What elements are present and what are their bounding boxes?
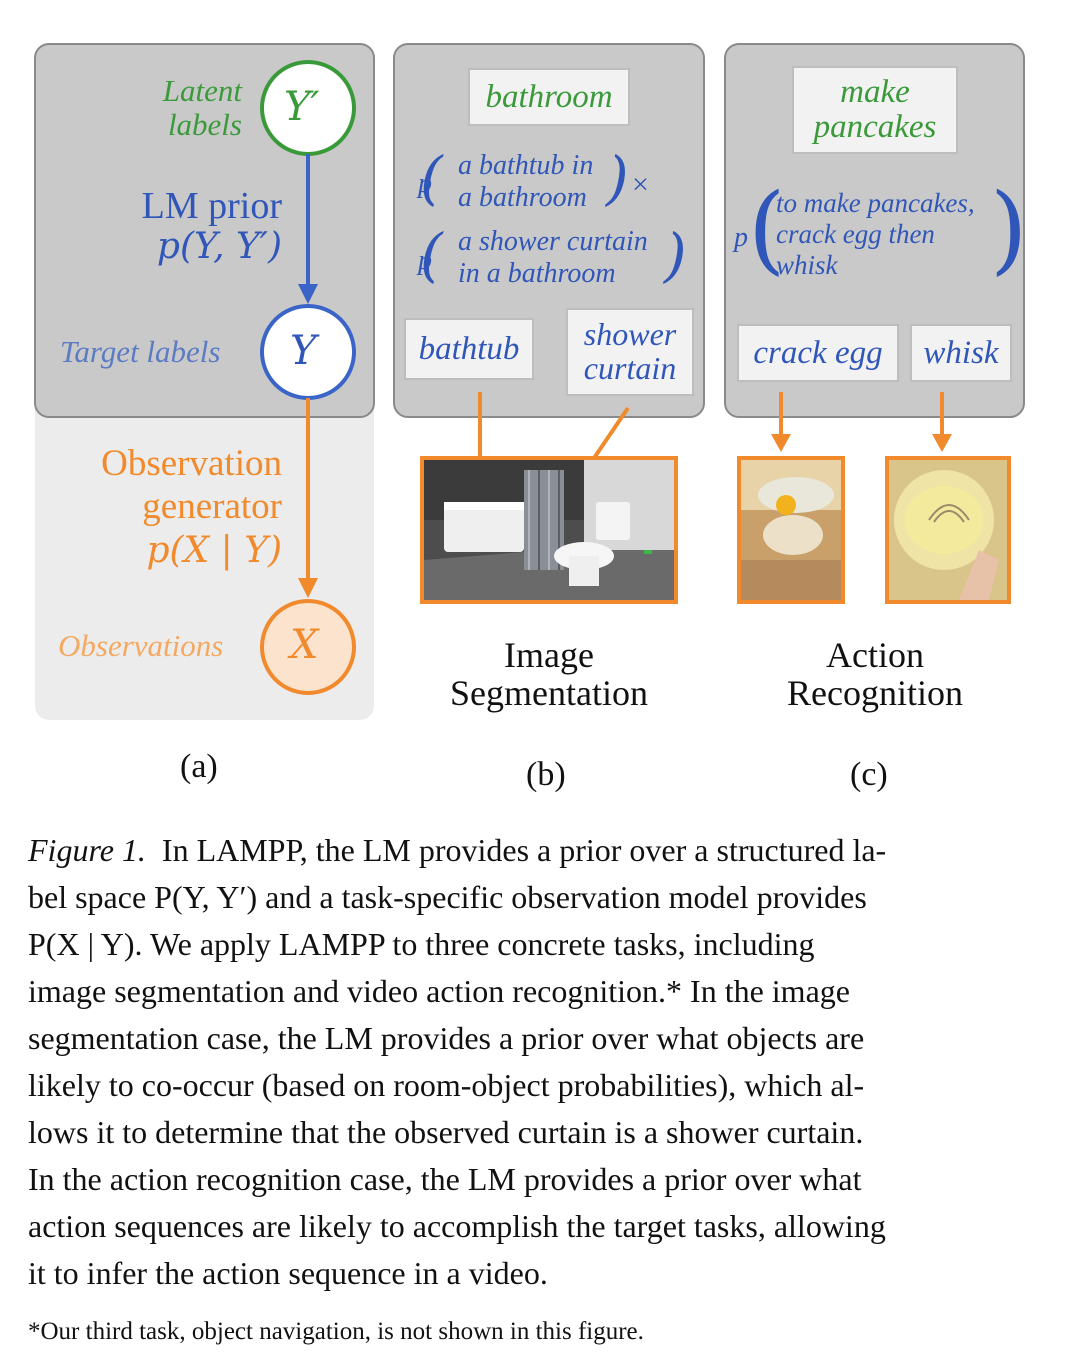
latent-labels-text: Latent labels [162, 73, 242, 142]
figure-1: ( ) ( ) ( ) Latent labels Y′ LM prior p(… [34, 43, 1027, 793]
caption-line: it to infer the action sequence in a vid… [28, 1255, 548, 1291]
caption-line: image segmentation and video action reco… [28, 973, 850, 1009]
lm-prior-formula: p(Y, Y′) [156, 226, 282, 267]
svg-text:): ) [662, 221, 687, 289]
sub-label-c: (c) [850, 756, 888, 793]
p-symbol-3: p [734, 222, 748, 253]
caption-line: action sequences are likely to accomplis… [28, 1208, 886, 1244]
svg-text:): ) [990, 173, 1027, 285]
caption-line: In the action recognition case, the LM p… [28, 1161, 862, 1197]
prob-term-3: to make pancakes, crack egg then whisk [776, 188, 975, 280]
room-label: bathroom [468, 68, 630, 126]
figure-caption: Figure 1. In LAMPP, the LM provides a pr… [28, 827, 1052, 1297]
crack-egg-label: crack egg [737, 324, 899, 382]
lm-prior-label: LM prior [141, 185, 282, 227]
caption-line: bel space P(Y, Y′) and a task-specific o… [28, 879, 867, 915]
footnote: *Our third task, object navigation, is n… [28, 1318, 644, 1345]
sub-label-a: (a) [180, 748, 218, 785]
caption-line: segmentation case, the LM provides a pri… [28, 1020, 865, 1056]
bathroom-image [420, 456, 678, 604]
sub-label-b: (b) [526, 756, 566, 793]
p-symbol-1: p [418, 168, 432, 199]
caption-line: likely to co-occur (based on room-object… [28, 1067, 865, 1103]
svg-text:(: ( [420, 144, 444, 212]
y-symbol: Y [290, 328, 317, 374]
task-label-make-pancakes: make pancakes [792, 66, 958, 154]
whisk-image [885, 456, 1011, 604]
task-name-action-recognition: Action Recognition [787, 635, 963, 713]
bathtub-label: bathtub [404, 318, 534, 380]
p-symbol-2: p [418, 245, 432, 276]
observation-generator-label: Observation generator [101, 443, 282, 527]
y-prime-symbol: Y′ [284, 84, 320, 130]
caption-line: lows it to determine that the observed c… [28, 1114, 864, 1150]
caption-line: Figure 1. In LAMPP, the LM provides a pr… [28, 832, 887, 868]
crack-egg-image [737, 456, 845, 604]
target-labels-text: Target labels [60, 334, 221, 369]
prob-term-2: a shower curtain in a bathroom [458, 226, 648, 289]
figure-label: Figure 1. [28, 832, 146, 868]
x-symbol: X [290, 622, 319, 668]
observation-formula: p(X | Y) [146, 530, 282, 571]
caption-line: P(X | Y). We apply LAMPP to three concre… [28, 926, 815, 962]
task-name-segmentation: Image Segmentation [450, 635, 648, 713]
observations-text: Observations [58, 628, 224, 663]
whisk-label: whisk [910, 324, 1012, 382]
node-x [260, 599, 356, 695]
svg-text:(: ( [748, 173, 785, 285]
svg-text:): ) [604, 144, 629, 212]
prob-term-1: a bathtub in a bathroom [458, 150, 594, 213]
svg-text:(: ( [420, 221, 444, 289]
times-symbol: × [632, 168, 649, 201]
shower-curtain-label: shower curtain [566, 308, 694, 396]
